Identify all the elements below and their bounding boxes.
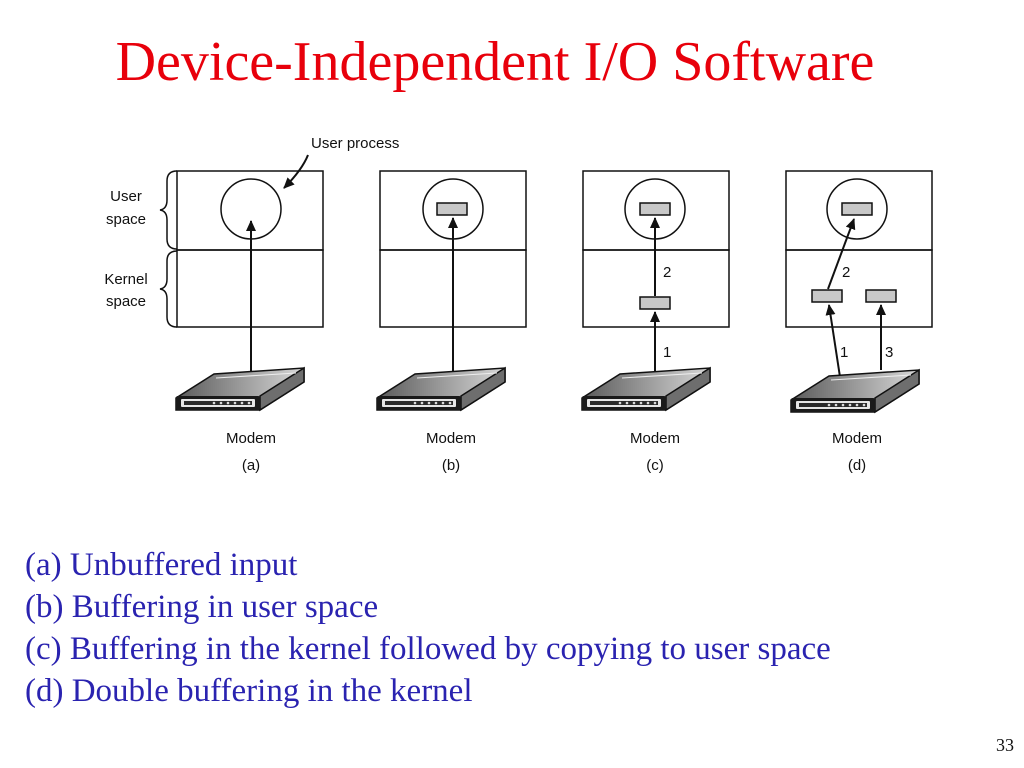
modem-image bbox=[581, 367, 711, 411]
caption-a: (a) Unbuffered input bbox=[25, 547, 298, 583]
kernel-buffer bbox=[639, 296, 671, 310]
arrow-number-2: 2 bbox=[663, 264, 671, 281]
modem-image bbox=[175, 367, 305, 411]
user-space-brace bbox=[159, 170, 178, 250]
kernel-space-label-line1: Kernel bbox=[104, 271, 147, 288]
modem-label: Modem bbox=[832, 430, 882, 447]
caption-list: (a) Unbuffered input (b) Buffering in us… bbox=[25, 544, 831, 712]
modem-label: Modem bbox=[226, 430, 276, 447]
modem-label: Modem bbox=[630, 430, 680, 447]
input-arrow-1 bbox=[825, 304, 841, 378]
arrow-number-1: 1 bbox=[840, 344, 848, 361]
caption-c: (c) Buffering in the kernel followed by … bbox=[25, 631, 831, 667]
user-buffer bbox=[841, 202, 873, 216]
panel-a: Modem (a) bbox=[175, 170, 324, 474]
arrow-number-1: 1 bbox=[663, 344, 671, 361]
kernel-space-label-line2: space bbox=[106, 293, 146, 310]
arrow-number-2: 2 bbox=[842, 264, 850, 281]
arrow-number-3: 3 bbox=[885, 344, 893, 361]
panel-label: (c) bbox=[646, 457, 664, 474]
panel-b: Modem (b) bbox=[376, 170, 527, 474]
modem-label: Modem bbox=[426, 430, 476, 447]
panel-d: 2 1 3 Modem (d) bbox=[785, 170, 933, 474]
page-number: 33 bbox=[996, 735, 1014, 755]
panel-label: (a) bbox=[242, 457, 260, 474]
caption-d: (d) Double buffering in the kernel bbox=[25, 673, 473, 709]
modem-image bbox=[376, 367, 506, 411]
user-process-label: User process bbox=[311, 135, 399, 152]
kernel-space-box bbox=[785, 249, 933, 328]
caption-b: (b) Buffering in user space bbox=[25, 589, 379, 625]
user-space-label-line1: User bbox=[110, 188, 142, 205]
user-buffer bbox=[639, 202, 671, 216]
kernel-buffer-1 bbox=[811, 289, 843, 303]
modem-image bbox=[790, 369, 920, 413]
kernel-space-brace bbox=[159, 250, 178, 328]
user-space-label-line2: space bbox=[106, 211, 146, 228]
panel-c: 2 1 Modem (c) bbox=[581, 170, 730, 474]
copy-arrow bbox=[827, 218, 856, 290]
kernel-buffer-2 bbox=[865, 289, 897, 303]
panel-label: (d) bbox=[848, 457, 866, 474]
slide-title: Device-Independent I/O Software bbox=[115, 31, 875, 93]
panel-label: (b) bbox=[442, 457, 460, 474]
user-buffer bbox=[436, 202, 468, 216]
